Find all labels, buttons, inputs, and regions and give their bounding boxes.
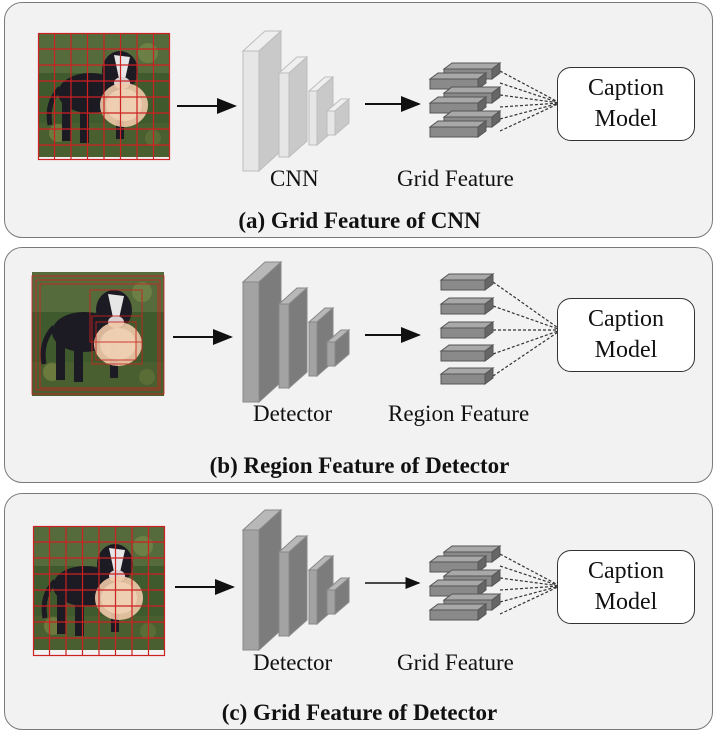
caption-box-line1: Caption	[588, 558, 664, 584]
caption-model-box: Caption Model	[557, 298, 695, 372]
caption-box-line1: Caption	[588, 306, 664, 332]
backbone-label: Detector	[253, 650, 333, 675]
panel-title: (a) Grid Feature of CNN	[238, 208, 481, 233]
caption-box-line2: Model	[594, 589, 658, 615]
dog-image-grid	[38, 33, 170, 161]
panel-title: (c) Grid Feature of Detector	[221, 700, 498, 725]
arrow-to-feature	[365, 327, 421, 343]
panel-a: Caption Model CNN Grid Feature (a) Grid …	[4, 2, 713, 238]
caption-box-line2: Model	[594, 337, 658, 363]
grid-feature-icon	[428, 62, 561, 138]
backbone-label: Detector	[253, 401, 333, 426]
arrow-to-feature	[365, 96, 421, 112]
region-feature-icon	[439, 273, 562, 385]
dog-image-grid	[33, 526, 165, 657]
backbone-label: CNN	[270, 166, 319, 191]
feature-label: Grid Feature	[397, 166, 514, 191]
detector-backbone-icon	[241, 508, 351, 652]
dog-image-regions	[32, 272, 164, 396]
detector-backbone-icon	[241, 260, 351, 404]
arrow-to-feature	[365, 577, 421, 589]
arrow-to-backbone	[175, 579, 235, 595]
feature-label: Region Feature	[388, 401, 530, 426]
feature-label: Grid Feature	[397, 650, 514, 675]
arrow-to-backbone	[173, 329, 233, 345]
caption-box-line1: Caption	[588, 75, 664, 101]
arrow-to-backbone	[177, 98, 237, 114]
grid-feature-icon	[429, 545, 561, 621]
panel-title: (b) Region Feature of Detector	[209, 453, 510, 478]
cnn-backbone-icon	[241, 29, 351, 173]
caption-model-box: Caption Model	[557, 550, 695, 624]
caption-box-line2: Model	[594, 106, 658, 132]
panel-c: Caption Model Detector Grid Feature (c) …	[4, 493, 713, 730]
panel-b: Caption Model Detector Region Feature (b…	[4, 247, 713, 483]
caption-model-box: Caption Model	[557, 67, 695, 141]
